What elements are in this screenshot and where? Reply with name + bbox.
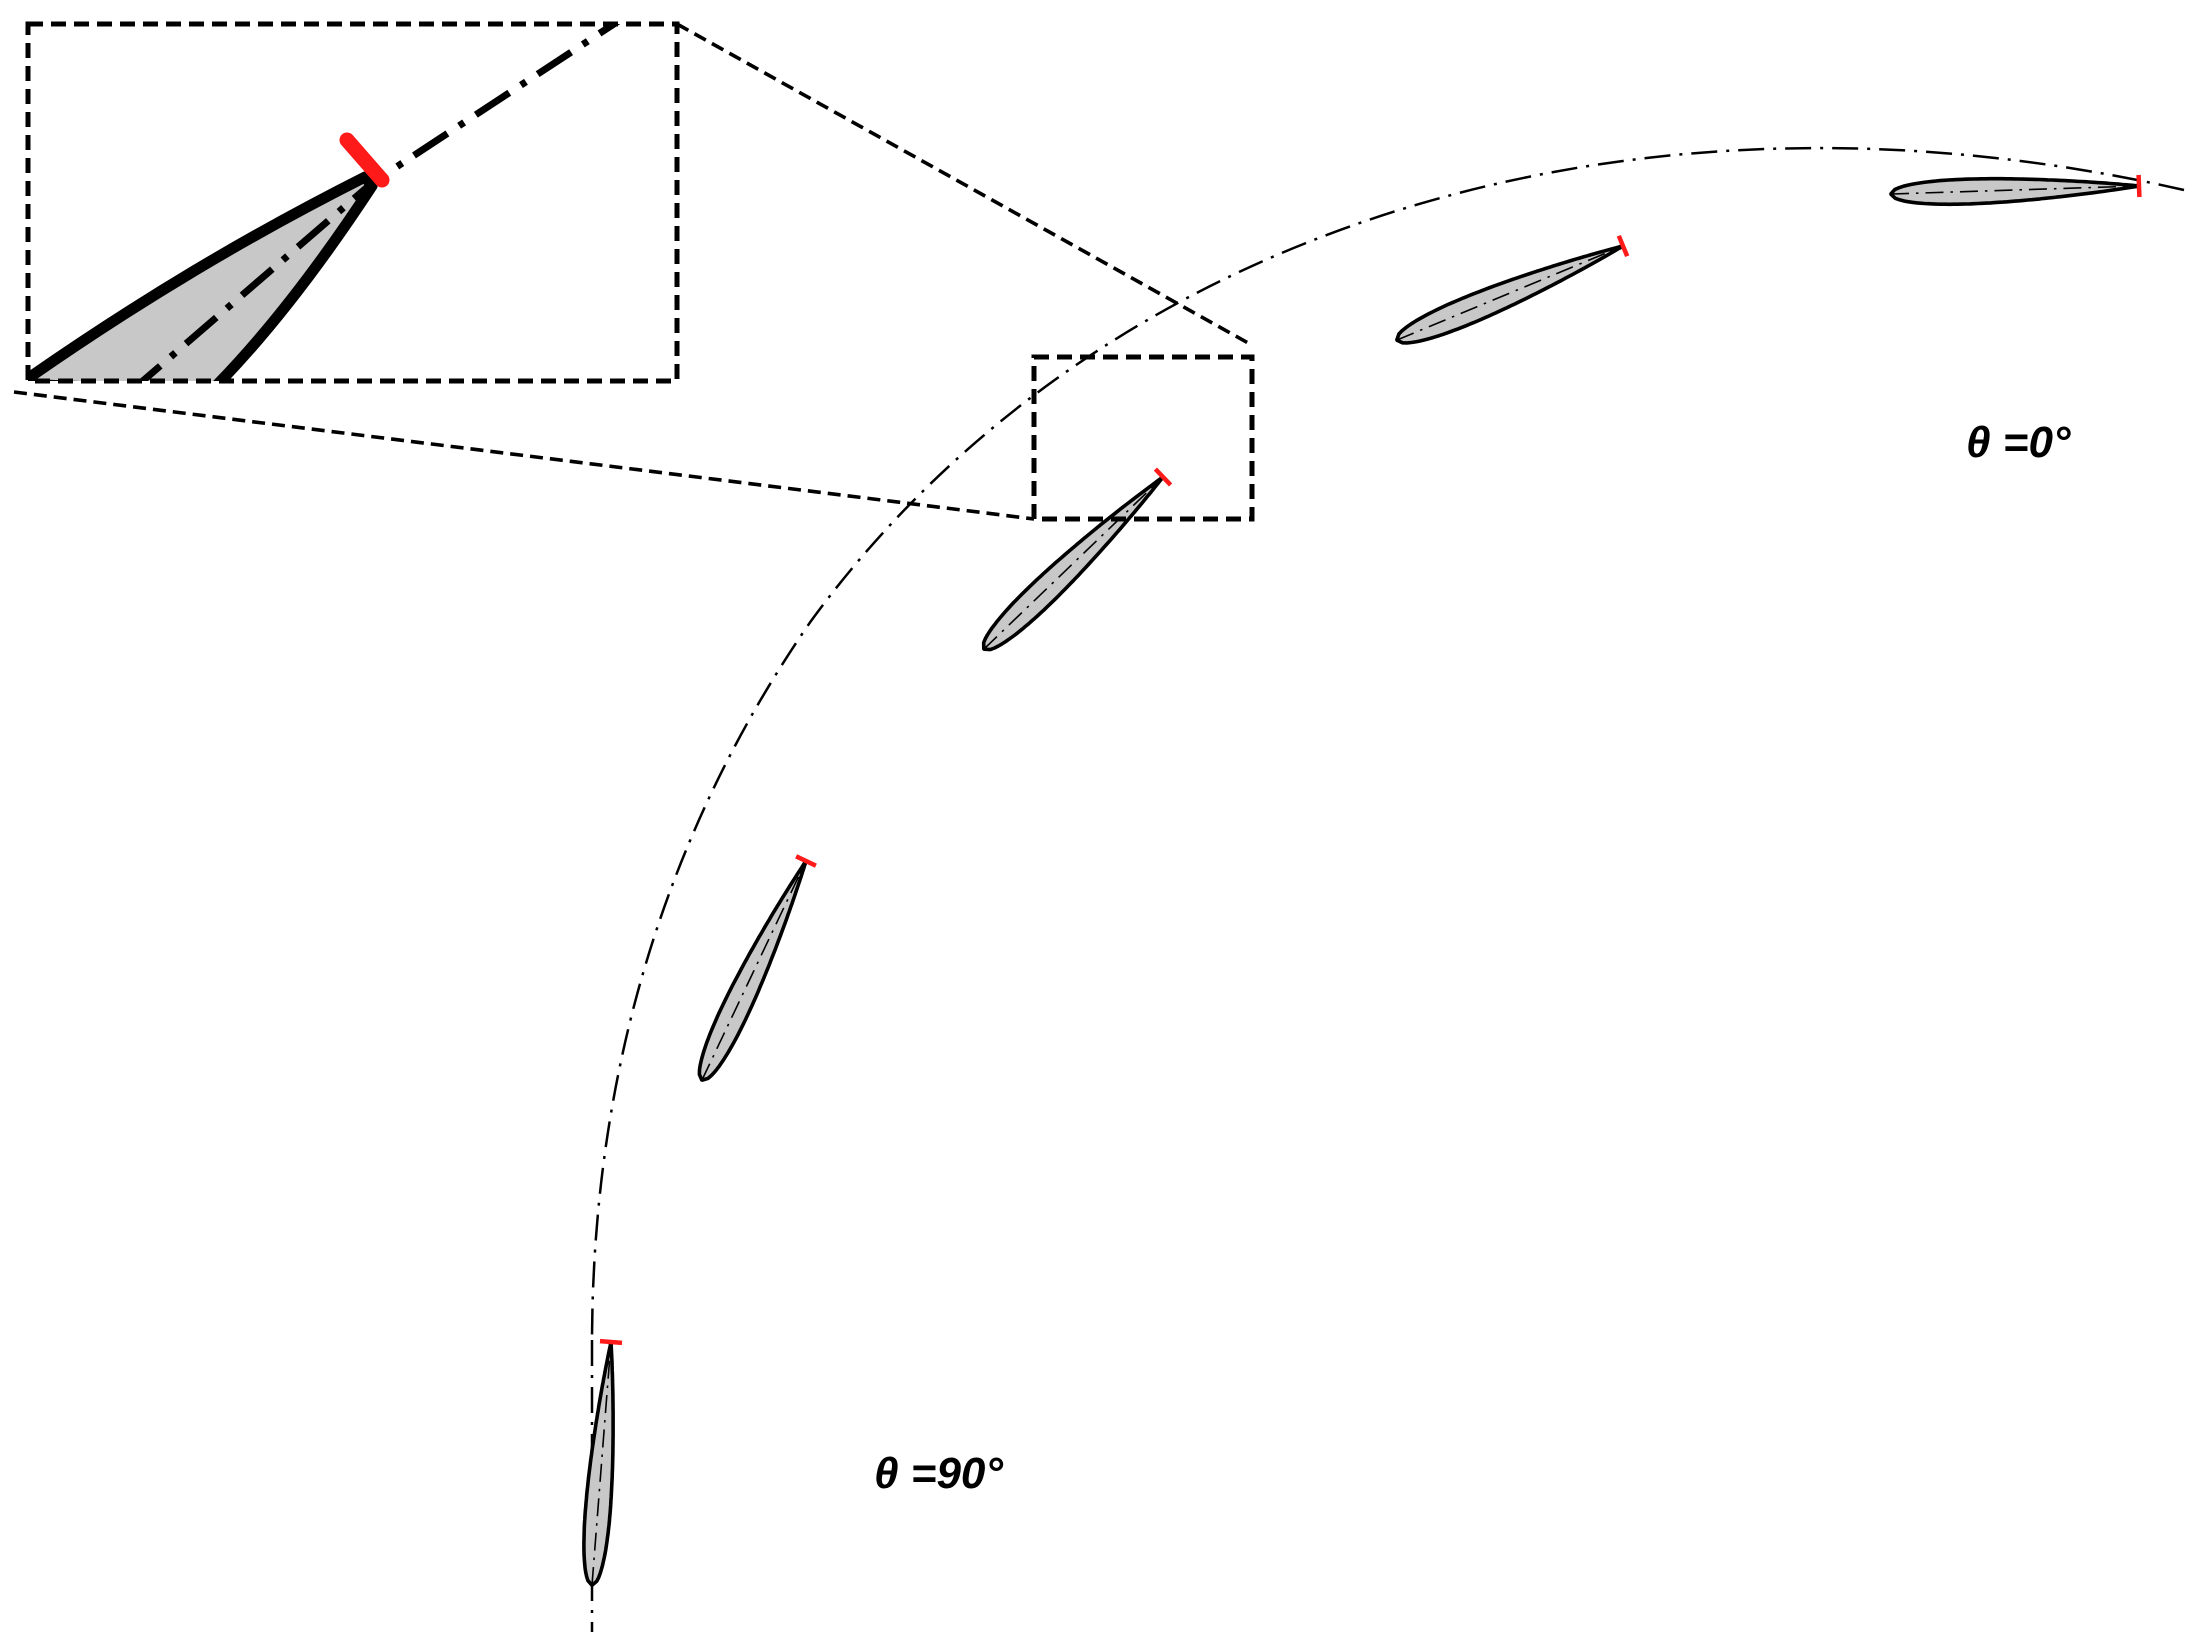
- blade-chord-line: [591, 1341, 612, 1586]
- zoom-connector-bottom: [13, 390, 1035, 521]
- rotation-path: [590, 146, 2185, 1341]
- trailing-edge-marker: [599, 1338, 623, 1346]
- inset-chord-line: [137, 24, 621, 381]
- zoom-connector-top: [676, 22, 1251, 346]
- blade-chord-line: [1396, 245, 1624, 341]
- blade-body: [1889, 176, 2141, 207]
- label-theta-0: θ =0°: [1966, 418, 2071, 467]
- trailing-edge-marker: [2136, 174, 2142, 198]
- label-theta-90: θ =90°: [874, 1449, 1003, 1498]
- blade-theta-22: [1395, 234, 1630, 345]
- blade-theta-0: [1889, 174, 2142, 207]
- trailing-edge-marker: [1616, 234, 1630, 258]
- inset-frame: [25, 21, 680, 384]
- inset-edge-marker: [339, 132, 390, 188]
- zoom-target-box: [1031, 354, 1255, 522]
- blade-chord-line: [1890, 185, 2140, 195]
- trailing-edge-marker: [795, 854, 817, 868]
- blade-group: [582, 174, 2142, 1587]
- inset-blade-trailing-edge: [28, 171, 378, 381]
- zoom-inset: [25, 21, 680, 384]
- blade-chord-line: [701, 860, 807, 1081]
- trailing-edge-marker: [1153, 467, 1173, 487]
- blade-chord-line: [983, 476, 1164, 650]
- blade-body: [697, 859, 809, 1082]
- blade-theta-90: [582, 1338, 623, 1587]
- blade-theta-67: [697, 854, 817, 1082]
- blade-theta-45: [981, 467, 1173, 652]
